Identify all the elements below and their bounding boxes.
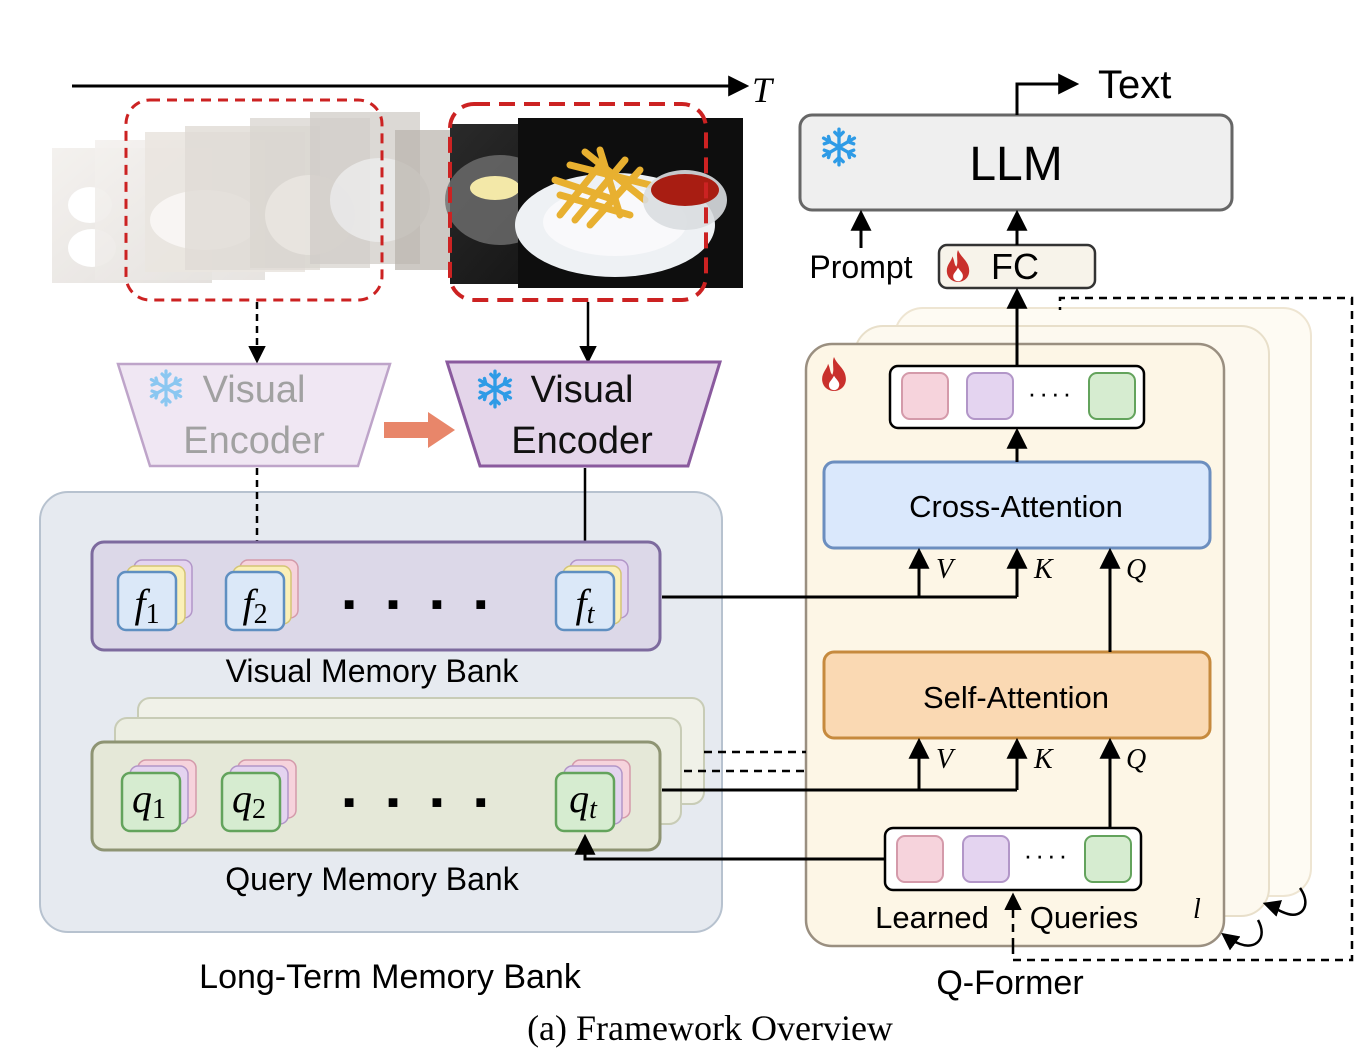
past-frames (52, 112, 430, 283)
visual-encoder-current: Visual Encoder (444, 360, 723, 468)
time-axis-label: T (752, 70, 775, 110)
qformer-output-dots: ···· (1028, 378, 1075, 408)
output-text-label: Text (1098, 63, 1171, 107)
qformer-label: Q-Former (936, 964, 1083, 1002)
long-term-memory-bank-label: Long-Term Memory Bank (199, 958, 582, 996)
fc-label: FC (991, 246, 1039, 287)
svg-text:V: V (936, 744, 956, 775)
layer-loop-arrows (1221, 887, 1307, 951)
visual-token-stacks (116, 559, 629, 632)
connectors (574, 73, 1121, 861)
visual-encoder-previous: Visual Encoder (116, 362, 392, 468)
encoder-transition-arrow (384, 412, 455, 448)
self-attention-label: Self-Attention (923, 680, 1109, 715)
cross-attention-input-labels: V K Q (936, 554, 1146, 585)
visual-bank-ellipsis: ■ ■ ■ ■ (344, 594, 501, 614)
past-frames-window (124, 98, 384, 302)
learned-queries-tokens (883, 826, 1143, 892)
visual-encoder-previous-line1: Visual (203, 369, 306, 411)
video-frames (52, 98, 743, 302)
qformer-output-tokens (888, 364, 1146, 430)
learned-queries-label-1: Learned (875, 900, 989, 935)
time-axis: T (72, 70, 775, 110)
self-attention-input-labels: V K Q (936, 744, 1146, 775)
cross-attention-label: Cross-Attention (909, 489, 1123, 524)
llm-label: LLM (969, 138, 1062, 191)
learned-queries-label-2: Queries (1030, 900, 1139, 935)
visual-memory-bank-label: Visual Memory Bank (226, 653, 520, 689)
visual-encoder-current-line2: Encoder (511, 420, 653, 462)
dashed-connectors (684, 296, 1354, 962)
query-memory-bank-label: Query Memory Bank (225, 861, 519, 897)
visual-encoder-previous-line2: Encoder (183, 420, 325, 462)
svg-text:K: K (1033, 744, 1054, 775)
query-token-qt: qt (569, 776, 598, 825)
svg-text:Q: Q (1126, 744, 1146, 775)
visual-encoder-current-line1: Visual (531, 369, 634, 411)
current-frames (395, 118, 743, 288)
query-token-q2: q2 (232, 776, 266, 825)
prompt-label: Prompt (809, 249, 912, 285)
figure-caption: (a) Framework Overview (527, 1008, 893, 1048)
query-bank-ellipsis: ■ ■ ■ ■ (344, 792, 501, 812)
learned-queries-dots: ···· (1024, 840, 1071, 870)
svg-text:Q: Q (1126, 554, 1146, 585)
query-token-stacks (120, 759, 631, 833)
query-token-q1: q1 (132, 776, 166, 825)
current-frames-window (448, 102, 708, 302)
svg-text:V: V (936, 554, 956, 585)
svg-text:K: K (1033, 554, 1054, 585)
layer-count-symbol: l (1193, 894, 1201, 925)
